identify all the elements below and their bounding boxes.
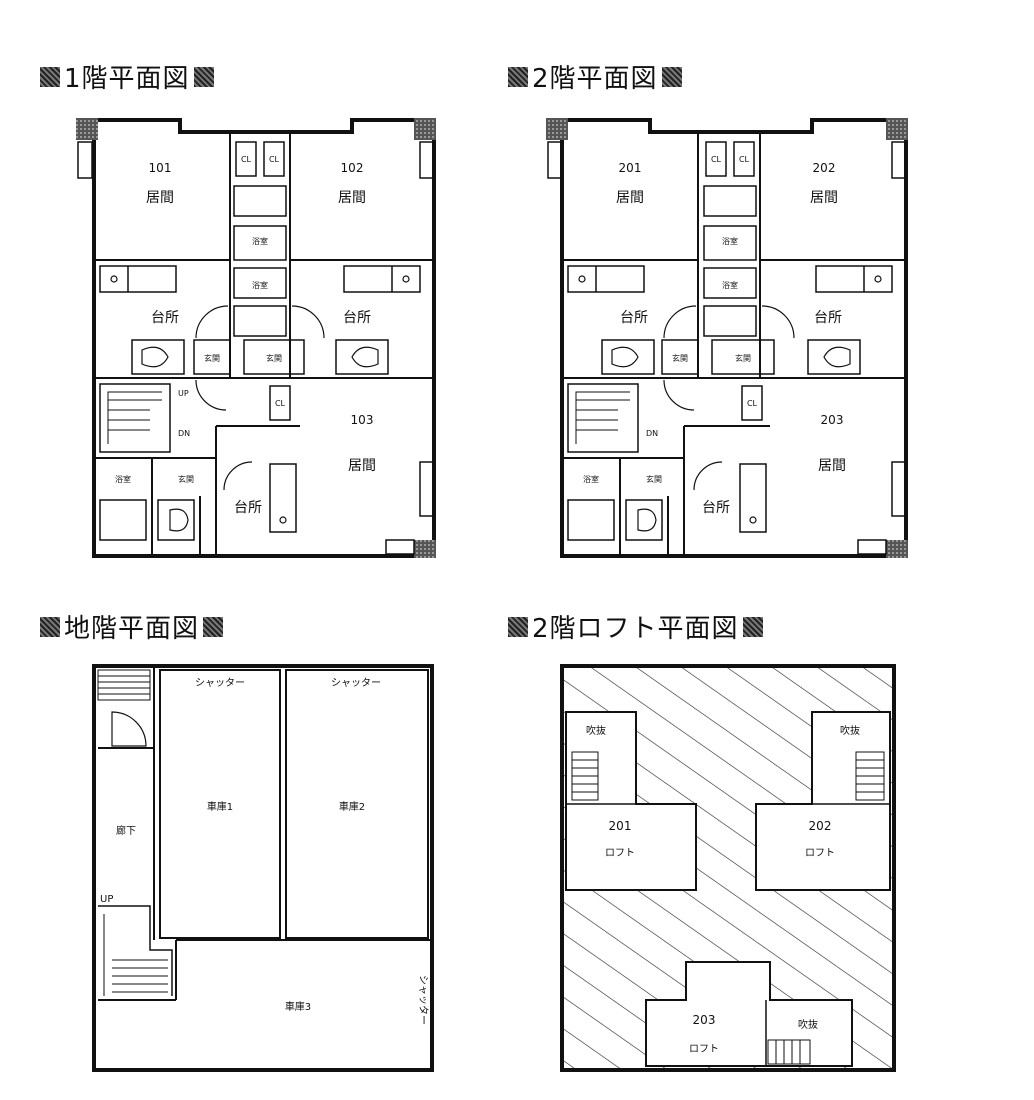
bath-label: 浴室 [583, 474, 599, 484]
title-marker-left [40, 66, 60, 87]
garage-label: 車庫1 [207, 800, 233, 813]
loft-plan [560, 664, 896, 1072]
void-label: 吹抜 [586, 724, 606, 737]
corner-block [886, 540, 908, 558]
shutter-label: シャッター [195, 677, 245, 689]
loft-title: 2階ロフト平面図 [508, 608, 763, 645]
bath-label: 浴室 [722, 236, 738, 246]
floor2-plan [546, 118, 908, 558]
title-marker-left [508, 616, 528, 637]
basement-labels: シャッター シャッター シャッター 車庫1 車庫2 車庫3 廊下 UP [100, 677, 429, 1025]
closet-label: CL [747, 399, 758, 408]
entry-label: 玄関 [672, 353, 688, 363]
floor1-plan [76, 118, 436, 558]
room-number: 203 [821, 413, 844, 427]
closet-label: CL [739, 155, 750, 164]
floor1-labels: 101 居間 102 居間 103 居間 台所 台所 台所 浴室 浴室 浴室 玄… [115, 155, 376, 516]
room-name: 居間 [338, 190, 366, 206]
corner-block [886, 118, 908, 140]
floor1-title: 1階平面図 [40, 58, 214, 95]
kitchen-label: 台所 [814, 310, 842, 326]
floor2-title-text: 2階平面図 [532, 64, 658, 94]
title-marker-left [40, 616, 60, 637]
entry-label: 玄関 [178, 474, 194, 484]
stair-up-label: UP [178, 389, 189, 398]
closet-label: CL [241, 155, 252, 164]
kitchen-label: 台所 [151, 310, 179, 326]
void-label: 吹抜 [840, 724, 860, 737]
basement-plan [92, 664, 434, 1072]
stair-up-label: UP [100, 894, 113, 905]
room-number: 202 [813, 161, 836, 175]
title-marker-right [203, 616, 224, 637]
title-marker-right [193, 66, 214, 87]
room-name: 居間 [146, 190, 174, 206]
kitchen-label: 台所 [343, 310, 371, 326]
stair-down-label: DN [178, 429, 190, 438]
bath-label: 浴室 [252, 236, 268, 246]
title-marker-right [742, 616, 763, 637]
loft-number: 203 [693, 1013, 716, 1027]
corner-block [546, 118, 568, 140]
shutter-label: シャッター [417, 975, 429, 1025]
entry-label: 玄関 [204, 353, 220, 363]
storage-label: 車庫3 [285, 1000, 311, 1013]
corner-block [414, 118, 436, 140]
window [385, 539, 415, 555]
loft-title-text: 2階ロフト平面図 [532, 614, 739, 644]
closet-label: CL [269, 155, 280, 164]
bath-label: 浴室 [252, 280, 268, 290]
kitchen-label: 台所 [702, 500, 730, 516]
closet-label: CL [275, 399, 286, 408]
window [419, 461, 435, 517]
basement-outer-wall [92, 664, 434, 1072]
room-name: 居間 [616, 190, 644, 206]
garage-label: 車庫2 [339, 800, 365, 813]
shutter-label: シャッター [331, 677, 381, 689]
loft-name: ロフト [689, 1044, 719, 1055]
kitchen-label: 台所 [620, 310, 648, 326]
floor2-labels: 201 居間 202 居間 203 居間 台所 台所 台所 浴室 浴室 浴室 玄… [583, 155, 846, 516]
window [77, 141, 93, 179]
entry-label: 玄関 [735, 353, 751, 363]
basement-title-text: 地階平面図 [64, 614, 200, 644]
room-number: 102 [341, 161, 364, 175]
room-number: 101 [149, 161, 172, 175]
room-number: 103 [351, 413, 374, 427]
corner-block [414, 540, 436, 558]
floor2-title: 2階平面図 [508, 58, 682, 95]
loft-name: ロフト [805, 848, 835, 859]
entry-label: 玄関 [646, 474, 662, 484]
title-marker-left [508, 66, 528, 87]
window [419, 141, 435, 179]
hallway-label: 廊下 [116, 824, 136, 837]
loft-number: 201 [609, 819, 632, 833]
floor1-title-text: 1階平面図 [64, 64, 190, 94]
kitchen-label: 台所 [234, 500, 262, 516]
entry-label: 玄関 [266, 353, 282, 363]
stair-down-label: DN [646, 429, 658, 438]
loft-name: ロフト [605, 848, 635, 859]
corner-block [76, 118, 98, 140]
loft-labels: 吹抜 吹抜 吹抜 201 ロフト 202 ロフト 203 ロフト [586, 724, 860, 1055]
title-marker-right [661, 66, 682, 87]
room-number: 201 [619, 161, 642, 175]
bath-label: 浴室 [115, 474, 131, 484]
room-name: 居間 [810, 190, 838, 206]
basement-title: 地階平面図 [40, 608, 224, 645]
room-name: 居間 [348, 458, 376, 474]
void-label: 吹抜 [798, 1018, 818, 1031]
bath-label: 浴室 [722, 280, 738, 290]
loft-number: 202 [809, 819, 832, 833]
closet-label: CL [711, 155, 722, 164]
room-name: 居間 [818, 458, 846, 474]
